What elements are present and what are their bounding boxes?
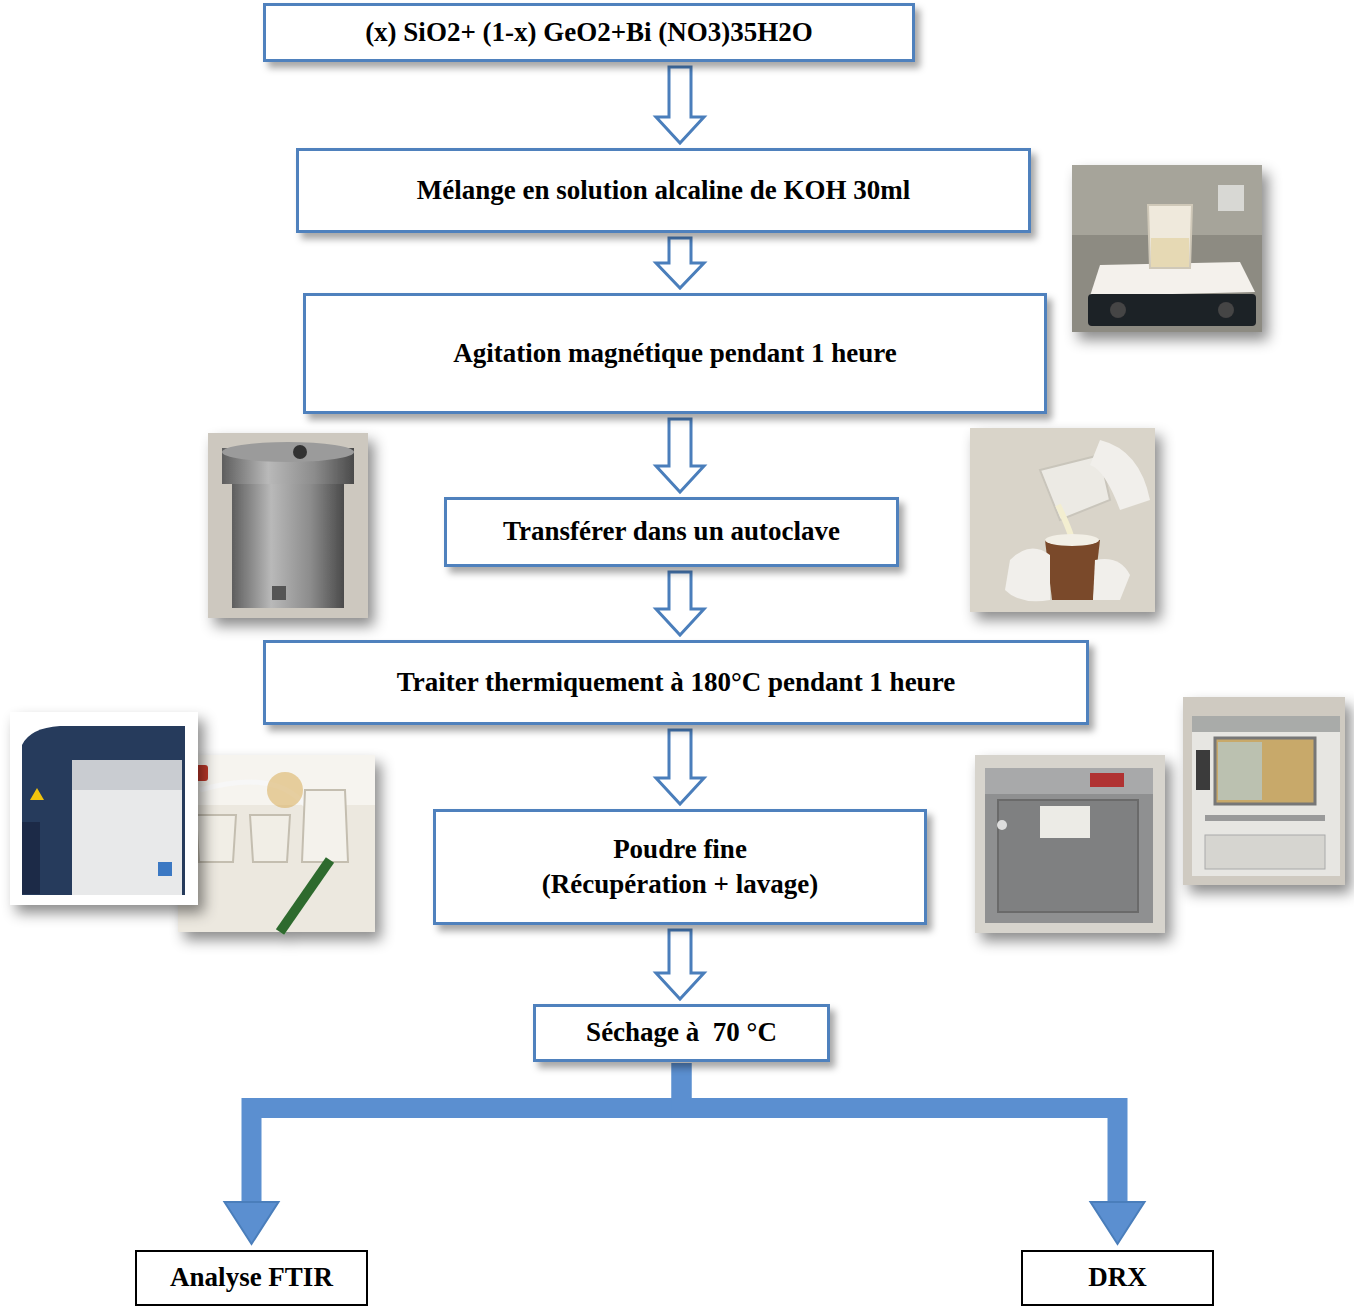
- process-box: Poudre fine(Récupération + lavage): [433, 809, 927, 925]
- photo-ground: [208, 433, 368, 618]
- beaker: [1148, 205, 1192, 268]
- beaker: [196, 815, 236, 862]
- teflon-cup: [1045, 540, 1100, 600]
- step-label: DRX: [1088, 1260, 1147, 1295]
- step-label: Traiter thermiquement à 180°C pendant 1 …: [397, 665, 955, 700]
- process-box: Transférer dans un autoclave: [444, 497, 899, 567]
- knob: [1218, 302, 1234, 318]
- oven-door: [998, 800, 1138, 912]
- photo-ground: [970, 428, 1155, 612]
- step-label: Mélange en solution alcaline de KOH 30ml: [417, 173, 911, 208]
- flow-arrow: [225, 1063, 682, 1244]
- block-arrow: [656, 730, 704, 804]
- door-handle: [997, 820, 1007, 830]
- flow-arrow: [656, 419, 704, 492]
- photo-ground: [178, 755, 375, 932]
- step-label: Séchage à 70 °C: [586, 1015, 777, 1050]
- photo-ground: [1183, 697, 1345, 885]
- autoclave-body: [232, 484, 344, 608]
- washing-photo: [178, 755, 375, 932]
- arrow-head: [1091, 1202, 1145, 1244]
- flow-arrow: [682, 1063, 1145, 1244]
- green-pipette: [280, 860, 330, 932]
- autoclave-photo: [208, 433, 368, 618]
- cup-opening: [1045, 534, 1099, 546]
- oven-panel: [985, 768, 1153, 794]
- gloved-hand: [1093, 559, 1130, 600]
- block-arrow: [656, 238, 704, 288]
- block-arrow: [656, 67, 704, 143]
- flow-arrow: [656, 238, 704, 288]
- ftir-photo: [10, 712, 198, 905]
- drx-stripe: [1205, 815, 1325, 821]
- drx-photo: [1183, 697, 1345, 885]
- flow-arrow: [656, 67, 704, 143]
- wall-socket: [1218, 185, 1244, 211]
- window-glass: [1218, 742, 1262, 800]
- flow-arrow: [656, 930, 704, 999]
- gloved-hand: [1090, 440, 1150, 510]
- block-arrow: [656, 930, 704, 999]
- photo-ground: [10, 712, 198, 905]
- step-note: (Récupération + lavage): [542, 867, 818, 902]
- beaker-liquid: [1151, 238, 1189, 267]
- wash-bottle: [302, 790, 348, 862]
- drx-drawer: [1205, 835, 1325, 869]
- process-box: Mélange en solution alcaline de KOH 30ml: [296, 148, 1031, 233]
- flow-arrow: [656, 572, 704, 635]
- drx-cabinet: [1192, 716, 1340, 876]
- drx-top: [1192, 716, 1340, 732]
- autoclave-hole: [272, 586, 286, 600]
- split-bar: [682, 1063, 1118, 1204]
- step-label: Agitation magnétique pendant 1 heure: [453, 336, 897, 371]
- oven-logo: [1090, 773, 1124, 787]
- ftir-side: [22, 822, 40, 894]
- pouring-photo: [970, 428, 1155, 612]
- step-label: Analyse FTIR: [170, 1260, 333, 1295]
- process-box: Agitation magnétique pendant 1 heure: [303, 293, 1047, 414]
- ftir-lid: [72, 760, 182, 790]
- process-box: (x) SiO2+ (1-x) GeO2+Bi (NO3)35H2O: [263, 3, 915, 62]
- process-box: Séchage à 70 °C: [533, 1004, 830, 1062]
- gloved-hand: [1005, 549, 1050, 602]
- lid-screw: [293, 445, 307, 459]
- step-label: (x) SiO2+ (1-x) GeO2+Bi (NO3)35H2O: [365, 15, 813, 50]
- result-box: DRX: [1021, 1250, 1214, 1306]
- ftir-housing: [22, 726, 185, 895]
- control-panel: [1196, 750, 1210, 790]
- door-label: [1040, 806, 1090, 838]
- oven-photo: [975, 755, 1165, 933]
- hotplate-photo: [1072, 165, 1262, 332]
- process-box: Traiter thermiquement à 180°C pendant 1 …: [263, 640, 1089, 725]
- beaker: [250, 815, 290, 862]
- flow-arrow: [656, 730, 704, 804]
- step-label: Transférer dans un autoclave: [503, 514, 840, 549]
- knob: [1110, 302, 1126, 318]
- arrow-head: [225, 1202, 279, 1244]
- photo-ground: [975, 755, 1165, 933]
- lid-top: [222, 442, 354, 462]
- oven-body: [985, 768, 1153, 923]
- hotplate-base: [1088, 294, 1256, 326]
- drx-window: [1215, 738, 1315, 804]
- split-bar: [252, 1063, 682, 1204]
- step-label: Poudre fine: [613, 832, 747, 867]
- result-box: Analyse FTIR: [135, 1250, 368, 1306]
- block-arrow: [656, 572, 704, 635]
- laser-warning: [30, 788, 44, 800]
- power-button: [158, 862, 172, 876]
- photo-ground: [1072, 165, 1262, 332]
- stain: [267, 772, 303, 808]
- ftir-front: [72, 760, 182, 895]
- block-arrow: [656, 419, 704, 492]
